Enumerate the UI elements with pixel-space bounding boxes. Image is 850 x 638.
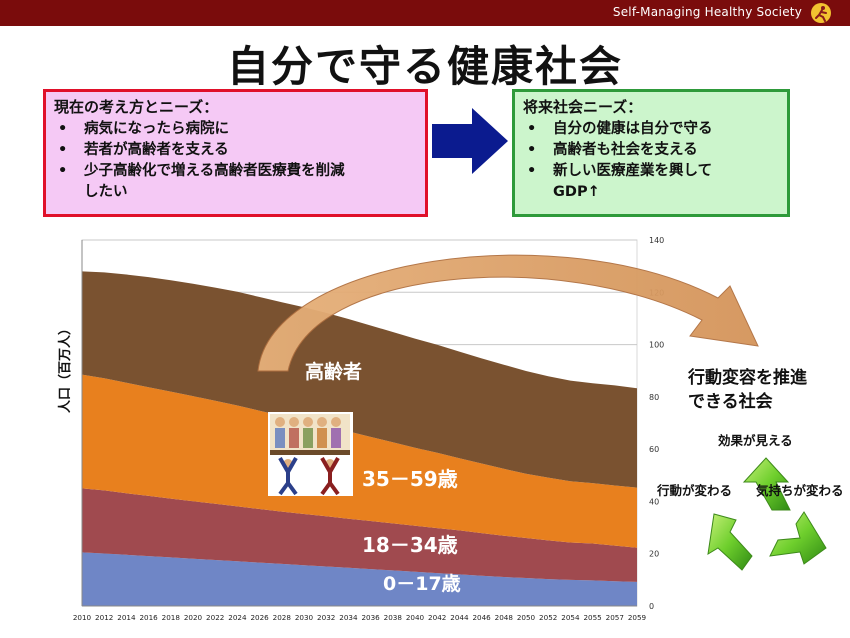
right-arrow-icon <box>432 108 508 174</box>
x-tick-label: 2046 <box>472 613 491 622</box>
list-item: •病気になったら病院に <box>58 121 229 137</box>
x-tick-label: 2050 <box>517 613 536 622</box>
y-tick-label: 140 <box>649 236 664 245</box>
x-tick-label: 2038 <box>384 613 403 622</box>
x-tick-label: 2048 <box>495 613 514 622</box>
series-label-0-17: 0－17歳 <box>383 573 461 595</box>
area-series-0 <box>82 552 637 606</box>
x-tick-label: 2044 <box>450 613 469 622</box>
x-tick-label: 2016 <box>139 613 158 622</box>
y-tick-label: 20 <box>649 550 659 559</box>
x-tick-label: 2055 <box>583 613 601 622</box>
x-tick-label: 2028 <box>273 613 292 622</box>
x-tick-label: 2030 <box>295 613 314 622</box>
brand-text: Self-Managing Healthy Society <box>612 5 802 19</box>
x-tick-label: 2059 <box>628 613 647 622</box>
x-tick-label: 2022 <box>206 613 224 622</box>
area-series-3 <box>82 271 637 488</box>
x-tick-label: 2042 <box>428 613 446 622</box>
list-item: •少子高齢化で増える高齢者医療費を削減したい <box>58 163 345 200</box>
x-tick-label: 2057 <box>606 613 624 622</box>
y-tick-label: 60 <box>649 445 659 454</box>
x-tick-label: 2032 <box>317 613 335 622</box>
y-tick-label: 100 <box>649 341 664 350</box>
x-tick-label: 2020 <box>184 613 203 622</box>
x-tick-label: 2054 <box>561 613 580 622</box>
area-series-1 <box>82 488 637 582</box>
series-label-18-34: 18－34歳 <box>362 533 458 557</box>
series-label-elderly: 高齢者 <box>305 360 362 383</box>
x-tick-label: 2012 <box>95 613 113 622</box>
x-tick-label: 2040 <box>406 613 425 622</box>
current-needs-heading: 現在の考え方とニーズ： <box>54 98 219 116</box>
y-tick-label: 80 <box>649 393 659 402</box>
behavior-change-title: 行動変容を推進 できる社会 <box>688 368 807 412</box>
header-bar: Self-Managing Healthy Society <box>0 0 850 26</box>
future-needs-box: 将来社会ニーズ： •自分の健康は自分で守る •高齢者も社会を支える •新しい医療… <box>512 89 790 217</box>
y-tick-label: 0 <box>649 602 654 611</box>
x-tick-label: 2018 <box>162 613 181 622</box>
current-needs-list: •病気になったら病院に •若者が高齢者を支える •少子高齢化で増える高齢者医療費… <box>54 119 417 203</box>
x-tick-label: 2052 <box>539 613 557 622</box>
x-tick-label: 2026 <box>250 613 269 622</box>
curved-arrow-icon <box>257 254 759 372</box>
list-item: •自分の健康は自分で守る <box>527 121 713 137</box>
cycle-label-feelings-change: 気持ちが変わる <box>756 483 844 498</box>
list-item: •若者が高齢者を支える <box>58 142 229 158</box>
x-tick-label: 2014 <box>117 613 136 622</box>
x-tick-label: 2036 <box>361 613 380 622</box>
cycle-label-effect-visible: 効果が見える <box>718 433 793 448</box>
population-area-chart: 0204060801001201402010201220142016201820… <box>73 236 759 622</box>
page-title: 自分で守る健康社会 <box>226 42 623 91</box>
series-label-35-59: 35－59歳 <box>362 467 458 491</box>
elderly-support-illustration <box>268 412 353 496</box>
y-tick-label: 40 <box>649 497 659 506</box>
x-tick-label: 2034 <box>339 613 358 622</box>
recycle-cycle-icon <box>707 457 827 571</box>
x-tick-label: 2010 <box>73 613 92 622</box>
area-series-2 <box>82 374 637 548</box>
cycle-label-behavior-changes: 行動が変わる <box>657 483 733 498</box>
current-needs-box: 現在の考え方とニーズ： •病気になったら病院に •若者が高齢者を支える •少子高… <box>43 89 428 217</box>
future-needs-heading: 将来社会ニーズ： <box>523 98 643 116</box>
y-axis-label: 人口（百万人） <box>58 321 73 413</box>
running-figure-icon <box>811 3 831 23</box>
x-tick-label: 2024 <box>228 613 247 622</box>
list-item: •高齢者も社会を支える <box>527 142 698 158</box>
